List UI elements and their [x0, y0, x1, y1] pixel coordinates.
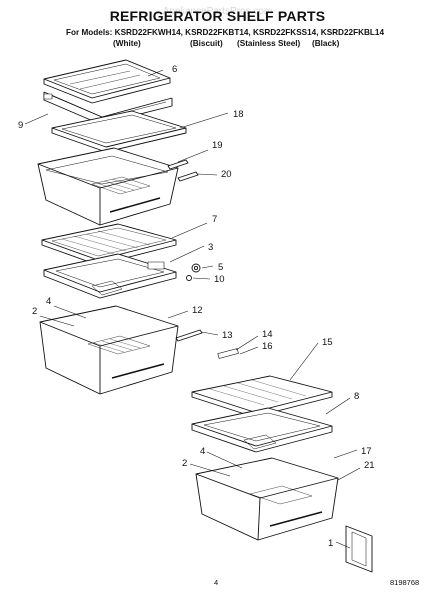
part-19-20-rails [167, 159, 199, 182]
part-18-slide-shelf [51, 110, 187, 153]
callout-4-lower: 4 [200, 446, 205, 457]
callout-14: 14 [262, 329, 273, 340]
callout-13: 13 [222, 330, 233, 341]
callout-2-upper: 2 [32, 306, 37, 317]
part-12-crisper-drawer [39, 305, 179, 395]
model-list: For Models: KSRD22FKWH14, KSRD22FKBT14, … [66, 28, 385, 37]
part-1-bracket [345, 525, 373, 573]
callout-8: 8 [354, 391, 359, 402]
document-number: 8198768 [390, 578, 420, 587]
callout-15: 15 [322, 337, 333, 348]
part-3-crisper-cover [43, 253, 177, 299]
callout-4-upper: 4 [46, 296, 51, 307]
callout-1: 1 [328, 538, 333, 549]
callout-7: 7 [212, 214, 217, 225]
callout-19: 19 [212, 140, 223, 151]
color-white: (White) [113, 39, 141, 48]
callout-2-lower: 2 [182, 458, 187, 469]
callout-numbers: 6 9 18 19 20 7 3 5 10 2 4 12 13 14 16 15… [18, 64, 375, 549]
callout-5: 5 [218, 262, 223, 273]
leader-lines [24, 69, 361, 549]
watermark: AppliancePartsPros.com [162, 6, 273, 17]
callout-20: 20 [221, 169, 232, 180]
callout-17: 17 [361, 446, 372, 457]
callout-3: 3 [208, 242, 213, 253]
upper-crisper-drawer [37, 147, 179, 226]
callout-12: 12 [192, 305, 203, 316]
part-13-16-slides [175, 329, 239, 359]
callout-9: 9 [18, 120, 23, 131]
part-17-21-crisper-drawer [195, 457, 339, 541]
part-5-10-knob [186, 263, 201, 281]
color-black: (Black) [312, 39, 340, 48]
color-biscuit: (Biscuit) [190, 39, 223, 48]
page-number: 4 [214, 578, 219, 587]
callout-18: 18 [233, 109, 244, 120]
callout-16: 16 [262, 341, 273, 352]
callout-21: 21 [364, 460, 375, 471]
part-6-glass-shelf [43, 59, 171, 104]
part-8-cover-frame [191, 407, 333, 453]
page-title: REFRIGERATOR SHELF PARTS [109, 8, 326, 24]
callout-6: 6 [172, 64, 177, 75]
callout-10: 10 [214, 274, 225, 285]
color-stainless: (Stainless Steel) [237, 39, 301, 48]
